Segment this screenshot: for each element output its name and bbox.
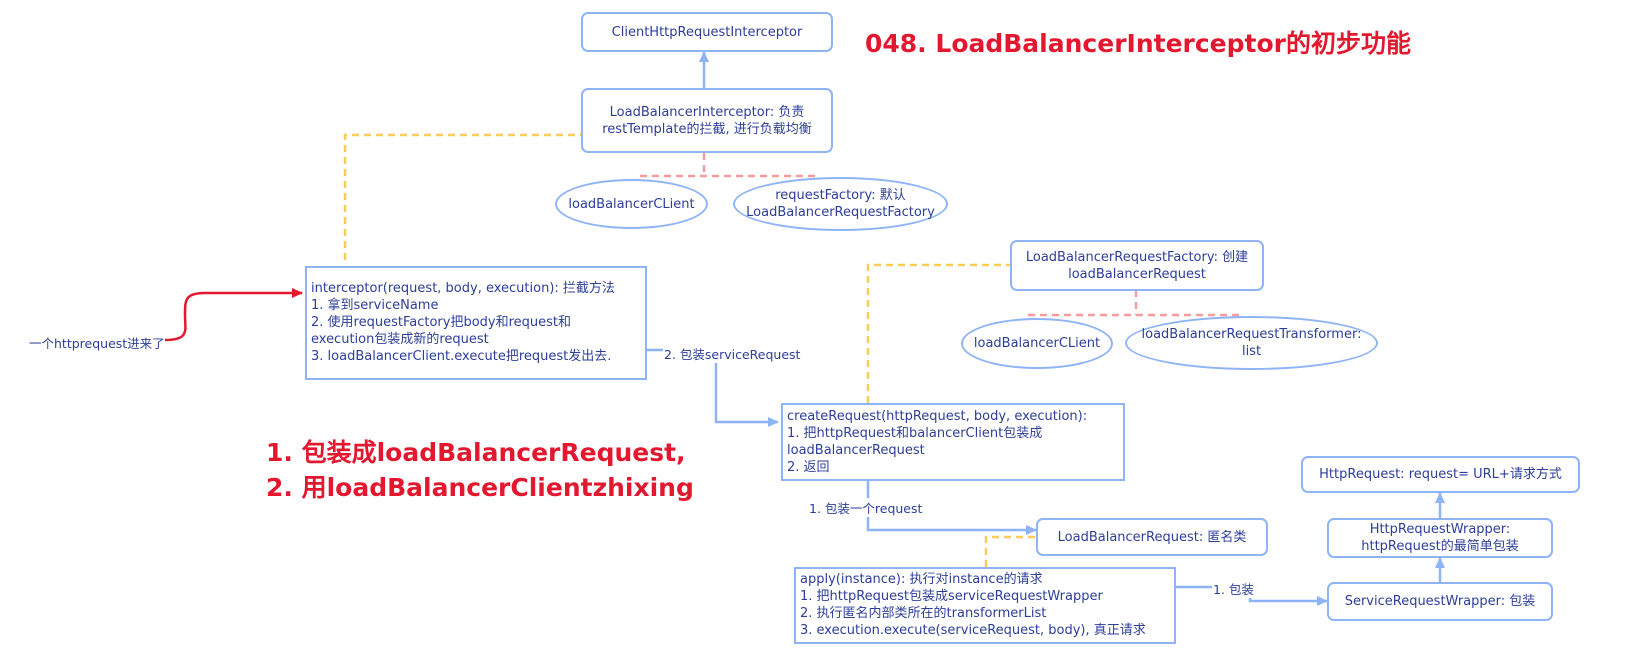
note-line-1: 1. 包装成loadBalancerRequest, <box>266 438 686 467</box>
request-factory-default-ellipse[interactable]: requestFactory: 默认 LoadBalancerRequestFa… <box>733 177 948 231</box>
wrap-service-request-label: 2. 包装serviceRequest <box>663 344 802 363</box>
edge-interceptor-fields <box>640 153 818 178</box>
edge-method-to-interceptor <box>343 133 582 260</box>
note-line-2: 2. 用loadBalancerClientzhixing <box>266 473 694 502</box>
apply-method-node[interactable]: apply(instance): 执行对instance的请求 1. 把http… <box>794 567 1176 644</box>
load-balancer-client-ellipse-2[interactable]: loadBalancerCLient <box>961 318 1113 369</box>
edge-create-request-to-factory <box>866 263 1010 403</box>
transformer-list-ellipse[interactable]: loadBalancerRequestTransformer: list <box>1125 316 1378 370</box>
wrap-label: 1. 包装 <box>1212 579 1255 598</box>
load-balancer-interceptor-node[interactable]: LoadBalancerInterceptor: 负责 restTemplate… <box>581 88 833 153</box>
incoming-request-label: 一个httprequest进来了 <box>29 336 165 351</box>
load-balancer-request-node[interactable]: LoadBalancerRequest: 匿名类 <box>1036 518 1268 556</box>
http-request-node[interactable]: HttpRequest: request= URL+请求方式 <box>1301 456 1580 493</box>
diagram-title: 048. LoadBalancerInterceptor的初步功能 <box>865 29 1411 58</box>
wrap-a-request-label: 1. 包装一个request <box>808 498 924 517</box>
service-request-wrapper-node[interactable]: ServiceRequestWrapper: 包装 <box>1327 582 1553 621</box>
edge-incoming-request <box>164 288 303 342</box>
client-http-request-interceptor-node[interactable]: ClientHttpRequestInterceptor <box>581 12 833 52</box>
edge-factory-fields <box>1028 290 1240 317</box>
http-request-wrapper-node[interactable]: HttpRequestWrapper: httpRequest的最简单包装 <box>1327 518 1553 558</box>
create-request-node[interactable]: createRequest(httpRequest, body, executi… <box>781 403 1125 481</box>
intercept-method-node[interactable]: interceptor(request, body, execution): 拦… <box>305 266 647 380</box>
load-balancer-client-ellipse-1[interactable]: loadBalancerCLient <box>555 179 708 229</box>
request-factory-create-node[interactable]: LoadBalancerRequestFactory: 创建 loadBalan… <box>1010 240 1264 291</box>
edge-create-request-to-lb-request <box>866 481 1037 535</box>
edge-apply-to-lb-request <box>984 535 1036 567</box>
